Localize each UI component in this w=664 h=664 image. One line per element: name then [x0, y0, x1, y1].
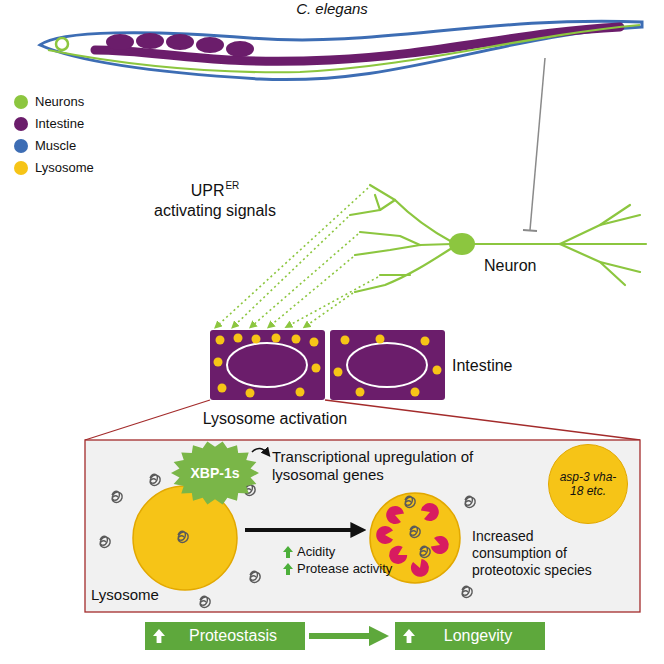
legend-text: Lysosome [35, 160, 94, 175]
node-text: Proteostasis [189, 627, 277, 645]
process-note: Transcriptional upregulation of lysosoma… [272, 448, 534, 484]
zoom-line [85, 400, 210, 440]
leader-bar [523, 230, 537, 231]
process-arrow [245, 528, 360, 532]
legend-swatch [14, 117, 28, 131]
outcome-note: Increased consumption of proteotoxic spe… [472, 528, 612, 578]
legend-row: Neurons [14, 94, 84, 109]
connector-arrow [309, 633, 379, 639]
legend-swatch [14, 95, 28, 109]
transcription-factor-star: XBP-1s [170, 440, 260, 506]
legend-text: Neurons [35, 94, 84, 109]
up-arrow-icon [283, 546, 293, 558]
leader-line [530, 58, 545, 230]
legend-row: Muscle [14, 138, 76, 153]
signal-name: UPR [191, 181, 225, 200]
legend-swatch [14, 139, 28, 153]
legend-row: Intestine [14, 116, 84, 131]
legend-row: Lysosome [14, 160, 94, 175]
outcome-box: Longevity [395, 622, 545, 650]
legend-swatch [14, 161, 28, 175]
process-label: Lysosome activation [203, 409, 347, 428]
zoom-line [325, 400, 640, 440]
outcome-box: Proteostasis [145, 622, 305, 650]
node-text: Longevity [444, 627, 513, 645]
signal-name: activating signals [154, 201, 276, 220]
protein-aggregates [405, 496, 475, 597]
inset-panel [85, 440, 640, 612]
legend-text: Muscle [35, 138, 76, 153]
cell-label: Neuron [484, 256, 536, 275]
neuron-drawing [350, 185, 646, 292]
up-arrow-icon [283, 563, 293, 575]
legend-text: Intestine [35, 116, 84, 131]
worm [40, 21, 642, 79]
curved-arrow [252, 448, 268, 454]
intestine-cells [210, 330, 445, 400]
signal-superscript: ER [225, 180, 239, 192]
tissue-label: Intestine [452, 356, 512, 375]
star-outline [171, 441, 259, 504]
gene-circle: asp-3 vha-18 etc. [548, 444, 628, 524]
effect-label: Protease activity [297, 561, 392, 577]
lysosome-node: Lysosome [133, 486, 237, 590]
up-arrow-icon [153, 629, 165, 643]
node-text: asp-3 vha-18 etc. [559, 470, 617, 499]
node-text: XBP-1s [190, 465, 239, 481]
up-arrow-icon [403, 629, 415, 643]
species-name: C. elegans [296, 0, 368, 18]
effect-label: Acidity [297, 544, 335, 560]
node-text: Lysosome [91, 586, 159, 603]
